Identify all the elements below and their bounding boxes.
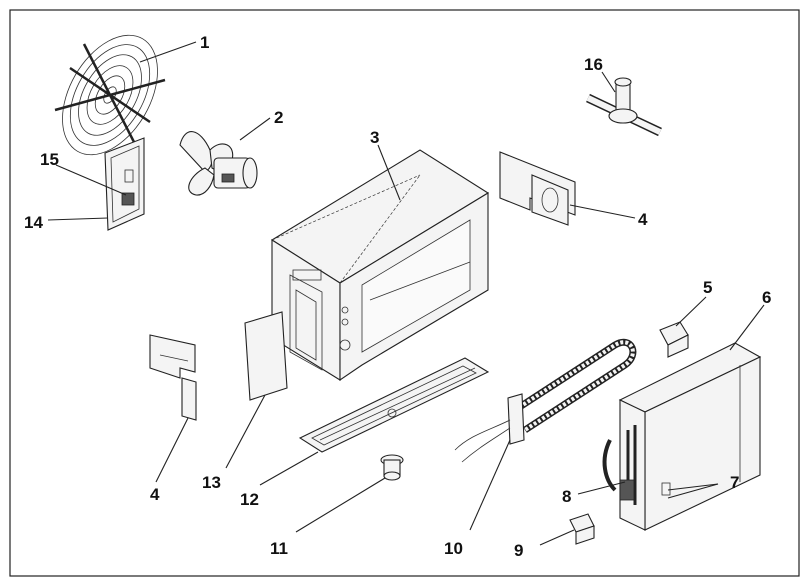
- callout-13: 13: [202, 473, 221, 492]
- part-fan-motor: [179, 131, 258, 196]
- callout-4-left: 4: [150, 485, 160, 504]
- callout-2: 2: [274, 108, 283, 127]
- leader-lines: [47, 41, 765, 546]
- frame-border: [9, 9, 800, 577]
- part-side-panel: [244, 311, 288, 401]
- callout-10: 10: [444, 539, 463, 558]
- callout-4-right: 4: [638, 210, 648, 229]
- part-drain-fitting: [380, 454, 404, 481]
- part-heater-coil: [454, 339, 637, 463]
- part-bracket-left: [149, 334, 197, 421]
- callout-16: 16: [584, 55, 603, 74]
- part-valve: [586, 77, 662, 137]
- callout-14: 14: [24, 213, 43, 232]
- part-coil-assembly: [602, 342, 762, 531]
- callout-6: 6: [762, 288, 771, 307]
- callout-9: 9: [514, 541, 523, 560]
- callout-5: 5: [703, 278, 712, 297]
- part-housing: [270, 149, 490, 382]
- callout-3: 3: [370, 128, 379, 147]
- part-drain-pan: [298, 357, 490, 453]
- callout-11: 11: [270, 539, 288, 558]
- callout-7: 7: [730, 473, 739, 492]
- part-bracket-right: [499, 151, 576, 226]
- part-clip: [659, 321, 689, 358]
- part-fan-guard: [54, 34, 166, 156]
- callout-12: 12: [240, 490, 259, 509]
- part-connector-block: [569, 513, 595, 545]
- callout-8: 8: [562, 487, 571, 506]
- callout-1: 1: [200, 33, 209, 52]
- part-control-panel: [104, 137, 145, 231]
- callout-15: 15: [40, 150, 59, 169]
